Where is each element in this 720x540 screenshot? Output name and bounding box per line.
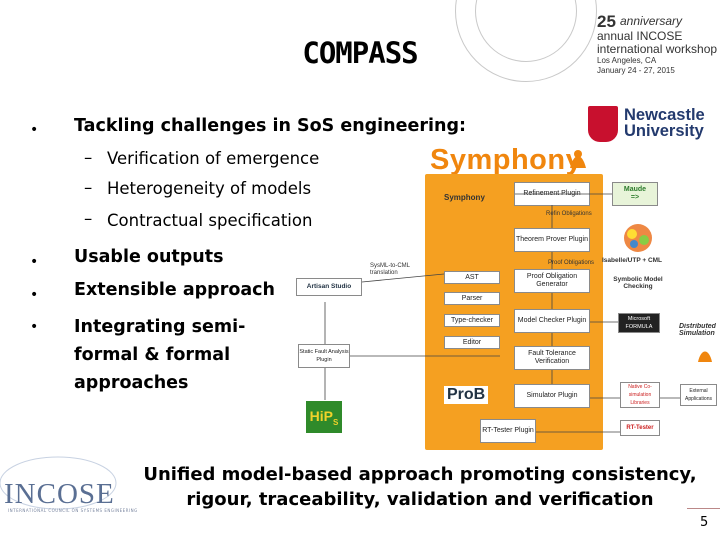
model-checker-box: Model Checker Plugin (514, 309, 590, 333)
maude-box: Maude=> (612, 182, 658, 206)
page-divider (687, 508, 720, 509)
footer-line: rigour, traceability, validation and ver… (186, 489, 654, 510)
maude-arrow: => (630, 194, 640, 201)
university-word: University (624, 122, 704, 140)
sub-bullet-text: Heterogeneity of models (107, 179, 312, 198)
sub-bullet-text: Contractual specification (107, 211, 313, 230)
banner-number: 25 (597, 12, 616, 31)
bullet-line: Integrating semi- (74, 317, 246, 337)
banner-line: annual INCOSE (597, 29, 683, 43)
sub-bullet-text: Verification of emergence (107, 149, 320, 168)
footer-text: Unified model-based approach promoting c… (120, 462, 720, 512)
banner-line: anniversary (620, 14, 683, 28)
conference-banner: 25 anniversary annual INCOSE internation… (455, 0, 720, 82)
incose-tagline: INTERNATIONAL COUNCIL ON SYSTEMS ENGINEE… (8, 508, 138, 513)
symphony-panel-label: Symphony (444, 193, 485, 202)
incose-logo: INCOSE (4, 478, 115, 510)
rt-tester-plugin-box: RT-Tester Plugin (480, 419, 536, 443)
banner-line: Los Angeles, CA (597, 56, 657, 65)
symphony-mascot-icon (570, 150, 586, 168)
theorem-prover-box: Theorem Prover Plugin (514, 228, 590, 252)
isabelle-label: Isabelle/UTP + CML (602, 257, 663, 264)
editor-box: Editor (444, 336, 500, 349)
simulator-plugin-box: Simulator Plugin (514, 384, 590, 408)
edge-label: Proof Obligations (548, 260, 595, 266)
cosim-libraries-box: Native Co-simulation Libraries (620, 382, 660, 408)
banner-line: international workshop (597, 42, 718, 56)
distributed-sim-label: Distributed Simulation (679, 323, 716, 337)
edge-label: SysML-to-CML translation (370, 263, 410, 276)
hip-sub: S (333, 417, 339, 427)
bullet-text: Usable outputs (74, 247, 224, 267)
external-apps-box: External Applications (680, 384, 717, 406)
prob-logo: ProB (444, 386, 489, 404)
bullet-line: approaches (74, 373, 189, 393)
newcastle-logo: Newcastle University (624, 106, 705, 140)
page-number: 5 (700, 515, 709, 530)
edge-label: Refin Obligations (546, 211, 592, 217)
bullet-marker: • (30, 254, 39, 270)
slide-title: COMPASS (302, 36, 418, 70)
bullet-line: formal & formal (74, 345, 231, 365)
maude-label: Maude (623, 186, 647, 193)
bullet-marker: • (30, 122, 39, 138)
sub-bullet-dash: – (84, 178, 93, 197)
isabelle-icon (624, 224, 652, 252)
sub-bullet-dash: – (84, 209, 93, 228)
fault-tolerance-box: Fault Tolerance Verification (514, 346, 590, 370)
incose-logo-icon (0, 456, 117, 510)
parser-box: Parser (444, 292, 500, 305)
po-generator-box: Proof Obligation Generator (514, 269, 590, 293)
symphony-logo: Symphony (430, 144, 583, 176)
bullet-marker: • (30, 287, 39, 303)
newcastle-shield-icon (588, 106, 618, 142)
sub-bullet-dash: – (84, 148, 93, 167)
bullet-text-multiline: Integrating semi- formal & formal approa… (74, 313, 245, 397)
symphony-mascot-icon-small (698, 351, 712, 362)
rt-tester-box: RT-Tester (620, 420, 660, 436)
bullet-text: Extensible approach (74, 280, 275, 300)
symbolic-mc-label: Symbolic Model Checking (613, 276, 663, 290)
footer-line: Unified model-based approach promoting c… (143, 464, 697, 485)
static-fault-box: Static Fault Analysis Plugin (298, 344, 350, 368)
hip-text: HiP (309, 408, 333, 424)
ast-box: AST (444, 271, 500, 284)
artisan-studio-logo: Artisan Studio (296, 278, 362, 296)
hip-hops-logo: HiPS (306, 401, 342, 433)
formula-box: Microsoft FORMULA (618, 313, 660, 333)
banner-line: January 24 - 27, 2015 (597, 66, 675, 75)
diagram-connectors (324, 193, 680, 433)
newcastle-word: Newcastle (624, 106, 705, 124)
bullet-text: Tackling challenges in SoS engineering: (74, 116, 466, 136)
typechecker-box: Type-checker (444, 314, 500, 327)
bullet-marker: • (30, 319, 39, 335)
